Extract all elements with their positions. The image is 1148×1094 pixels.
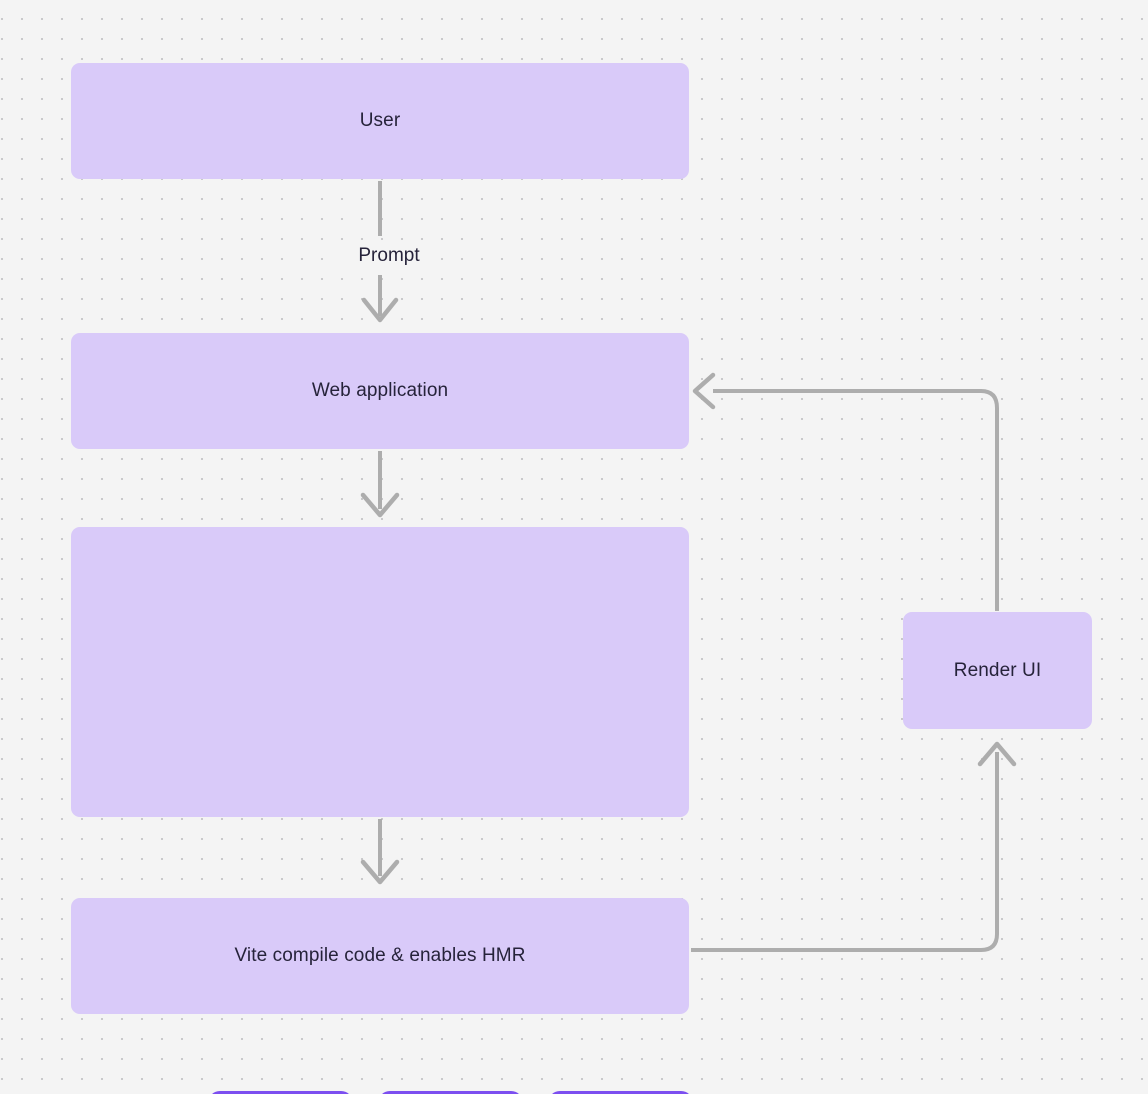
node-web-application-label: Web application bbox=[311, 380, 449, 402]
edge-webapp-to-components bbox=[360, 451, 400, 518]
node-web-application[interactable]: Web application bbox=[71, 333, 689, 449]
node-user-label: User bbox=[359, 110, 401, 132]
edge-label-prompt: Prompt bbox=[340, 244, 438, 268]
node-render-ui[interactable]: Render UI bbox=[903, 612, 1092, 729]
edge-renderui-to-webapp bbox=[692, 372, 999, 611]
edge-vite-to-renderui bbox=[691, 741, 1017, 952]
edge-components-to-vite bbox=[360, 819, 400, 885]
node-vite[interactable]: Vite compile code & enables HMR bbox=[71, 898, 689, 1014]
chip-javascript[interactable]: Javascript = Interactivity bbox=[548, 1091, 693, 1094]
chip-html[interactable]: HTML = structure bbox=[208, 1091, 353, 1094]
node-components-group[interactable]: HTML = structure CSS = Styles & Layouts … bbox=[71, 527, 693, 1094]
node-render-ui-label: Render UI bbox=[953, 659, 1042, 681]
node-vite-label: Vite compile code & enables HMR bbox=[234, 945, 526, 967]
chip-css[interactable]: CSS = Styles & Layouts bbox=[378, 1091, 523, 1094]
node-user[interactable]: User bbox=[71, 63, 689, 179]
